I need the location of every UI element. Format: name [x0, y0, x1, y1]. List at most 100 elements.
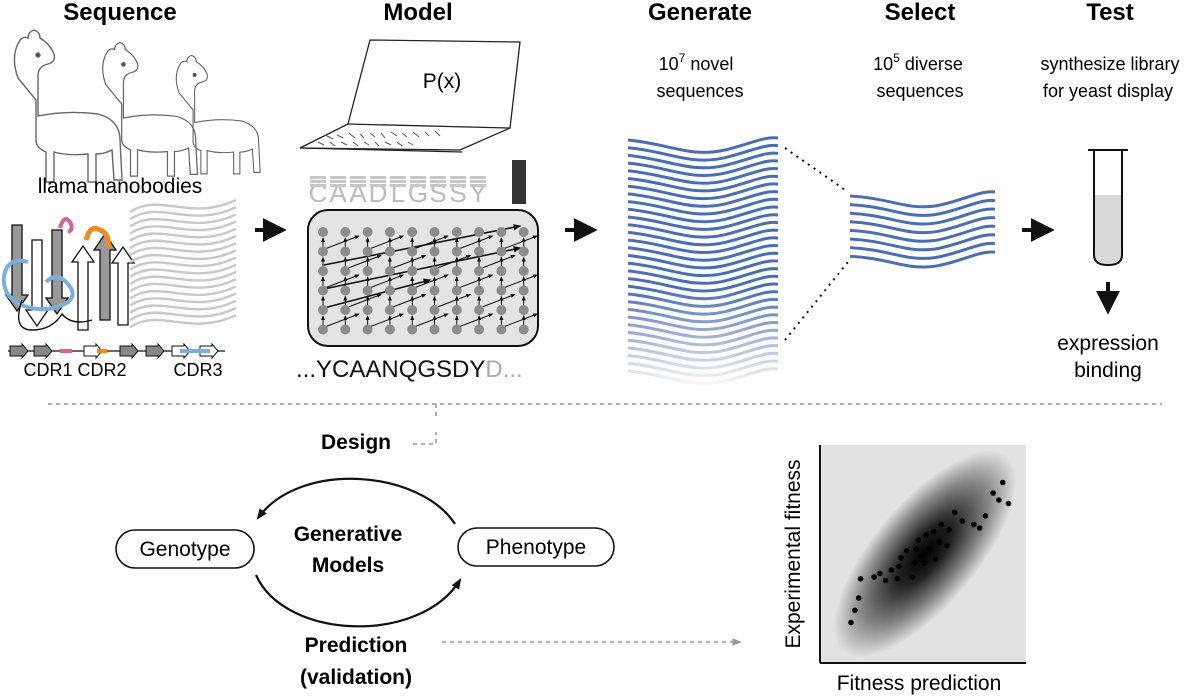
cycle-arrow-bottom — [254, 574, 462, 628]
network-node — [474, 305, 485, 315]
scatter-point — [932, 556, 939, 563]
scatter-point — [871, 574, 877, 580]
network-node — [429, 266, 440, 276]
network-edge — [504, 313, 539, 327]
network-node — [340, 285, 351, 296]
network-edge — [325, 235, 360, 249]
scatter-point — [936, 539, 943, 545]
scatter-point — [923, 532, 929, 538]
domain-arrow — [145, 342, 165, 360]
network-edge — [348, 255, 382, 269]
logo-stack — [430, 176, 446, 179]
logo-stack — [330, 180, 346, 183]
cdr2-label: CDR2 — [77, 360, 126, 380]
selected-strand — [849, 224, 996, 243]
phenotype-node — [457, 527, 615, 567]
logo-stack — [390, 184, 406, 187]
llama-illustrations — [13, 29, 261, 183]
network-node — [518, 246, 529, 257]
sequence-strand — [129, 278, 237, 293]
selected-sequences — [849, 190, 996, 269]
scatter-point — [855, 595, 862, 601]
nanobody-structure — [1, 217, 136, 331]
scatter-point — [909, 574, 916, 580]
header-sequence: Sequence — [63, 0, 176, 26]
aligned-sequences — [129, 198, 237, 329]
header-generate: Generate — [648, 0, 752, 26]
logo-stack — [430, 180, 446, 183]
design-label: Design — [321, 431, 391, 454]
network-node — [407, 246, 418, 257]
scatter-point — [913, 546, 920, 552]
scatter-point — [903, 548, 910, 554]
network-node — [429, 227, 440, 237]
network-edge — [481, 255, 516, 269]
model-sketch — [299, 39, 521, 153]
domain-arrow — [33, 342, 53, 360]
genotype-node — [115, 529, 255, 569]
network-node — [496, 246, 507, 257]
network-node — [518, 285, 529, 296]
network-node — [518, 305, 529, 315]
selected-strand — [849, 198, 996, 217]
sequence-strand — [129, 213, 237, 228]
scatter-point — [857, 576, 864, 582]
network-long-edge — [323, 224, 522, 266]
network-node — [451, 324, 462, 335]
header-model: Model — [383, 0, 452, 26]
cdr3-label: CDR3 — [173, 360, 222, 380]
logo-stack — [310, 184, 326, 187]
scatter-point — [951, 509, 958, 516]
network-edge — [325, 274, 360, 288]
logo-stack — [310, 180, 326, 183]
network-edge — [348, 294, 382, 308]
models-label: Models — [312, 554, 384, 577]
network-node — [340, 227, 351, 237]
network-node — [384, 246, 395, 257]
network-node — [407, 266, 418, 276]
network-node — [362, 285, 373, 296]
sequence-strand — [129, 314, 237, 329]
logo-stack — [310, 176, 326, 179]
scatter-point — [938, 521, 945, 528]
logo-stack — [370, 184, 386, 187]
logo-stack — [450, 180, 466, 183]
network-node — [518, 227, 529, 237]
logo-stack — [390, 180, 406, 183]
logo-stack — [450, 184, 466, 187]
network-node — [518, 324, 529, 335]
fitness-scatter-chart: Fitness prediction Experimental fitness — [782, 445, 1026, 695]
network-node — [340, 266, 351, 276]
network-node — [318, 285, 328, 296]
domain-arrow — [119, 342, 139, 360]
selected-strand — [849, 207, 996, 226]
network-node — [318, 324, 328, 335]
logo-stack — [470, 180, 486, 183]
network-node — [496, 305, 507, 315]
scatter-point — [946, 527, 952, 533]
logo-stack — [430, 184, 446, 187]
sequence-strand — [129, 227, 237, 242]
scatter-point — [959, 518, 966, 524]
scatter-point — [921, 560, 927, 566]
network-node — [407, 285, 418, 296]
network-node — [474, 246, 485, 257]
network-node — [474, 266, 485, 276]
header-test: Test — [1086, 0, 1134, 26]
network-node — [318, 266, 328, 276]
network-node — [407, 227, 418, 237]
sequence-strand — [129, 206, 237, 221]
logo-stack — [330, 176, 346, 179]
domain-bar — [8, 342, 225, 360]
network-node — [384, 266, 395, 276]
network-node — [384, 227, 395, 237]
scatter-point — [896, 563, 902, 570]
binding-label: binding — [1074, 359, 1142, 382]
network-node — [340, 246, 351, 257]
test-tube-icon — [1088, 149, 1128, 267]
sequence-strand — [129, 242, 237, 257]
x-axis-label: Fitness prediction — [837, 672, 1002, 695]
network-edge — [415, 313, 449, 327]
network-node — [429, 324, 440, 335]
